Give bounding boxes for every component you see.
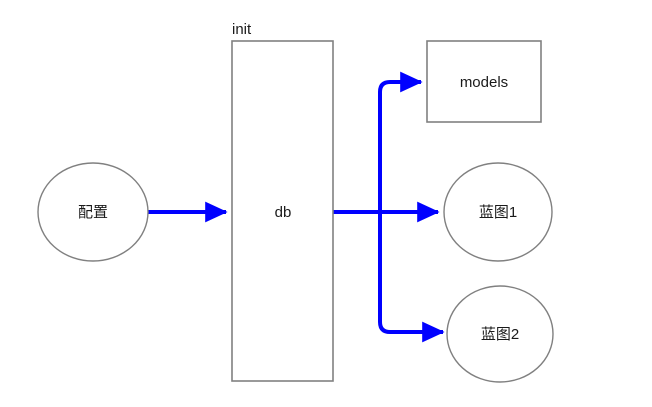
edge-init-to-blueprint2	[378, 212, 445, 343]
node-blueprint2[interactable]: 蓝图2	[446, 285, 554, 383]
node-blueprint2-shape	[446, 285, 554, 383]
node-models-shape	[426, 40, 542, 123]
node-init-label: db	[275, 204, 292, 221]
node-blueprint1[interactable]: 蓝图1	[443, 162, 553, 262]
node-config-shape	[37, 162, 149, 262]
node-config-label: 配置	[78, 204, 108, 221]
node-blueprint1-label: 蓝图1	[479, 204, 517, 221]
node-models[interactable]: models	[426, 40, 542, 123]
node-init-outside-label: init	[232, 21, 252, 38]
node-init-shape	[231, 40, 334, 382]
node-models-label: models	[460, 74, 508, 91]
node-blueprint1-shape	[443, 162, 553, 262]
node-blueprint2-label: 蓝图2	[481, 326, 519, 343]
node-config[interactable]: 配置	[37, 162, 149, 262]
edge-init-to-models	[378, 71, 423, 212]
node-init[interactable]: init db	[231, 21, 334, 382]
edges-layer	[148, 71, 445, 343]
